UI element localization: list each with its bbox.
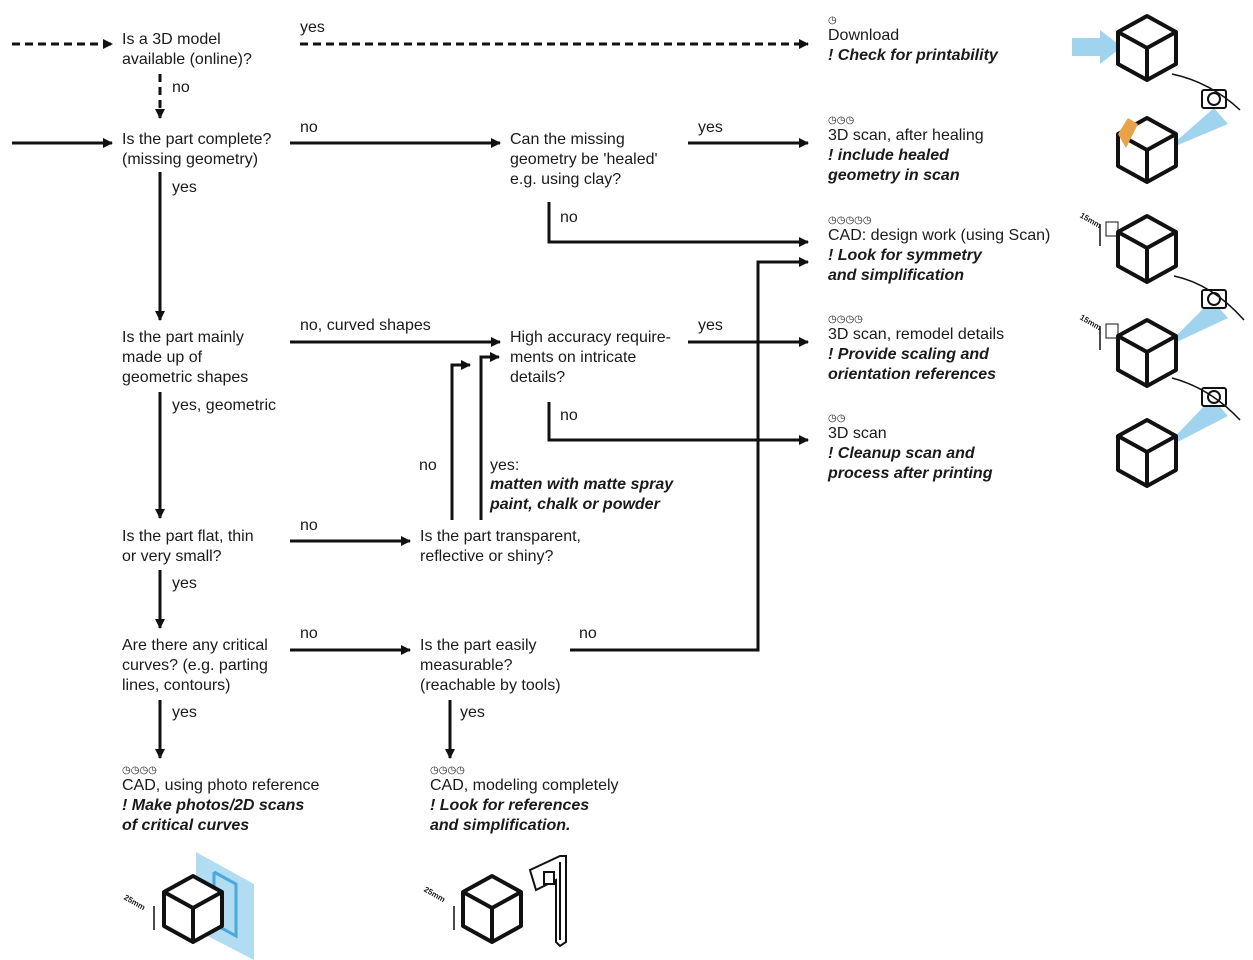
question-geometry-healed: Can the missing geometry be 'healed' e.g… <box>510 131 658 188</box>
outcome-download: ◷ Download ! Check for printability <box>828 16 998 66</box>
outcome-title: 3D scan, after healing <box>828 127 984 144</box>
outcome-title: 3D scan, remodel details <box>828 326 1005 343</box>
label-no-transparent: no <box>419 457 437 474</box>
question-easily-measurable: Is the part easily measurable? (reachabl… <box>420 637 561 694</box>
yes-transparent-arrow <box>479 352 500 520</box>
outcome-cad-model: ◷◷◷◷ CAD, modeling completely ! Look for… <box>430 766 619 836</box>
outcome-title: Download <box>828 27 900 44</box>
time-clocks-icon: ◷◷◷ <box>828 115 855 126</box>
download-cube-icon <box>1072 14 1178 82</box>
outcome-warning: ! Provide scaling and orientation refere… <box>828 346 997 383</box>
label-yes-accuracy: yes <box>698 317 723 334</box>
label-yes-model: yes <box>300 19 325 36</box>
label-no-flat: no <box>300 517 318 534</box>
cad-caliper-cube-icon <box>453 855 567 948</box>
outcome-scan-healing: ◷◷◷ 3D scan, after healing ! include hea… <box>828 116 984 186</box>
scan-remodel-cube-icon <box>1099 275 1245 388</box>
label-no-accuracy: no <box>560 407 578 424</box>
time-clocks-icon: ◷◷◷◷◷ <box>828 215 872 226</box>
no-healed-arrow <box>547 202 809 247</box>
outcome-title: CAD: design work (using Scan) <box>828 227 1051 244</box>
label-no-healed: no <box>560 209 578 226</box>
outcome-warning: ! Look for references and simplification… <box>430 797 590 834</box>
outcome-warning: ! Make photos/2D scans of critical curve… <box>122 797 305 834</box>
label-no-complete: no <box>300 119 318 136</box>
question-part-complete: Is the part complete? (missing geometry) <box>122 131 272 168</box>
label-yes-curves: yes <box>172 704 197 721</box>
question-transparent: Is the part transparent, reflective or s… <box>420 528 581 565</box>
time-clocks-icon: ◷◷ <box>828 413 846 424</box>
outcome-scan-remodel: ◷◷◷◷ 3D scan, remodel details ! Provide … <box>828 315 1004 385</box>
outcome-scan: ◷◷ 3D scan ! Cleanup scan and process af… <box>828 414 992 484</box>
label-yes-healed: yes <box>698 119 723 136</box>
outcome-cad-design: ◷◷◷◷◷ CAD: design work (using Scan) ! Lo… <box>828 216 1050 286</box>
outcome-title: 3D scan <box>828 425 887 442</box>
time-clocks-icon: ◷◷◷◷ <box>430 765 465 776</box>
no-accuracy-arrow <box>547 402 809 445</box>
scan-cube-icon <box>1116 377 1241 488</box>
label-yes-transparent: yes: <box>490 457 520 474</box>
label-yes-flat: yes <box>172 575 197 592</box>
label-no-measurable: no <box>579 625 597 642</box>
no-measurable-arrow <box>570 257 809 652</box>
label-yes-geometric: yes, geometric <box>172 397 277 414</box>
question-flat-thin-small: Is the part flat, thin or very small? <box>122 528 254 565</box>
label-yes-measurable: yes <box>460 704 485 721</box>
label-matten-spray: matten with matte spray paint, chalk or … <box>490 476 674 513</box>
outcome-warning: ! Look for symmetry and simplification <box>828 247 982 284</box>
cad-design-cube-icon <box>1099 214 1178 284</box>
outcome-warning: ! Check for printability <box>828 47 998 64</box>
question-model-available: Is a 3D model available (online)? <box>122 31 252 68</box>
label-no-model: no <box>172 79 190 96</box>
outcome-warning: ! Cleanup scan and process after printin… <box>828 445 993 482</box>
cad-photo-cube-icon <box>153 852 254 960</box>
label-no-curved: no, curved shapes <box>300 317 431 334</box>
outcome-cad-photo: ◷◷◷◷ CAD, using photo reference ! Make p… <box>122 766 319 836</box>
time-clocks-icon: ◷ <box>828 15 837 26</box>
time-clocks-icon: ◷◷◷◷ <box>828 314 863 325</box>
outcome-title: CAD, using photo reference <box>122 777 320 794</box>
scan-healed-cube-icon <box>1116 73 1241 184</box>
question-geometric-shapes: Is the part mainly made up of geometric … <box>122 329 249 386</box>
time-clocks-icon: ◷◷◷◷ <box>122 765 157 776</box>
question-high-accuracy: High accuracy require- ments on intricat… <box>510 329 671 386</box>
no-transparent-arrow <box>450 360 471 520</box>
label-no-curves: no <box>300 625 318 642</box>
outcome-title: CAD, modeling completely <box>430 777 619 794</box>
label-yes-complete: yes <box>172 179 197 196</box>
outcome-warning: ! include healed geometry in scan <box>828 147 960 184</box>
question-critical-curves: Are there any critical curves? (e.g. par… <box>122 637 268 694</box>
